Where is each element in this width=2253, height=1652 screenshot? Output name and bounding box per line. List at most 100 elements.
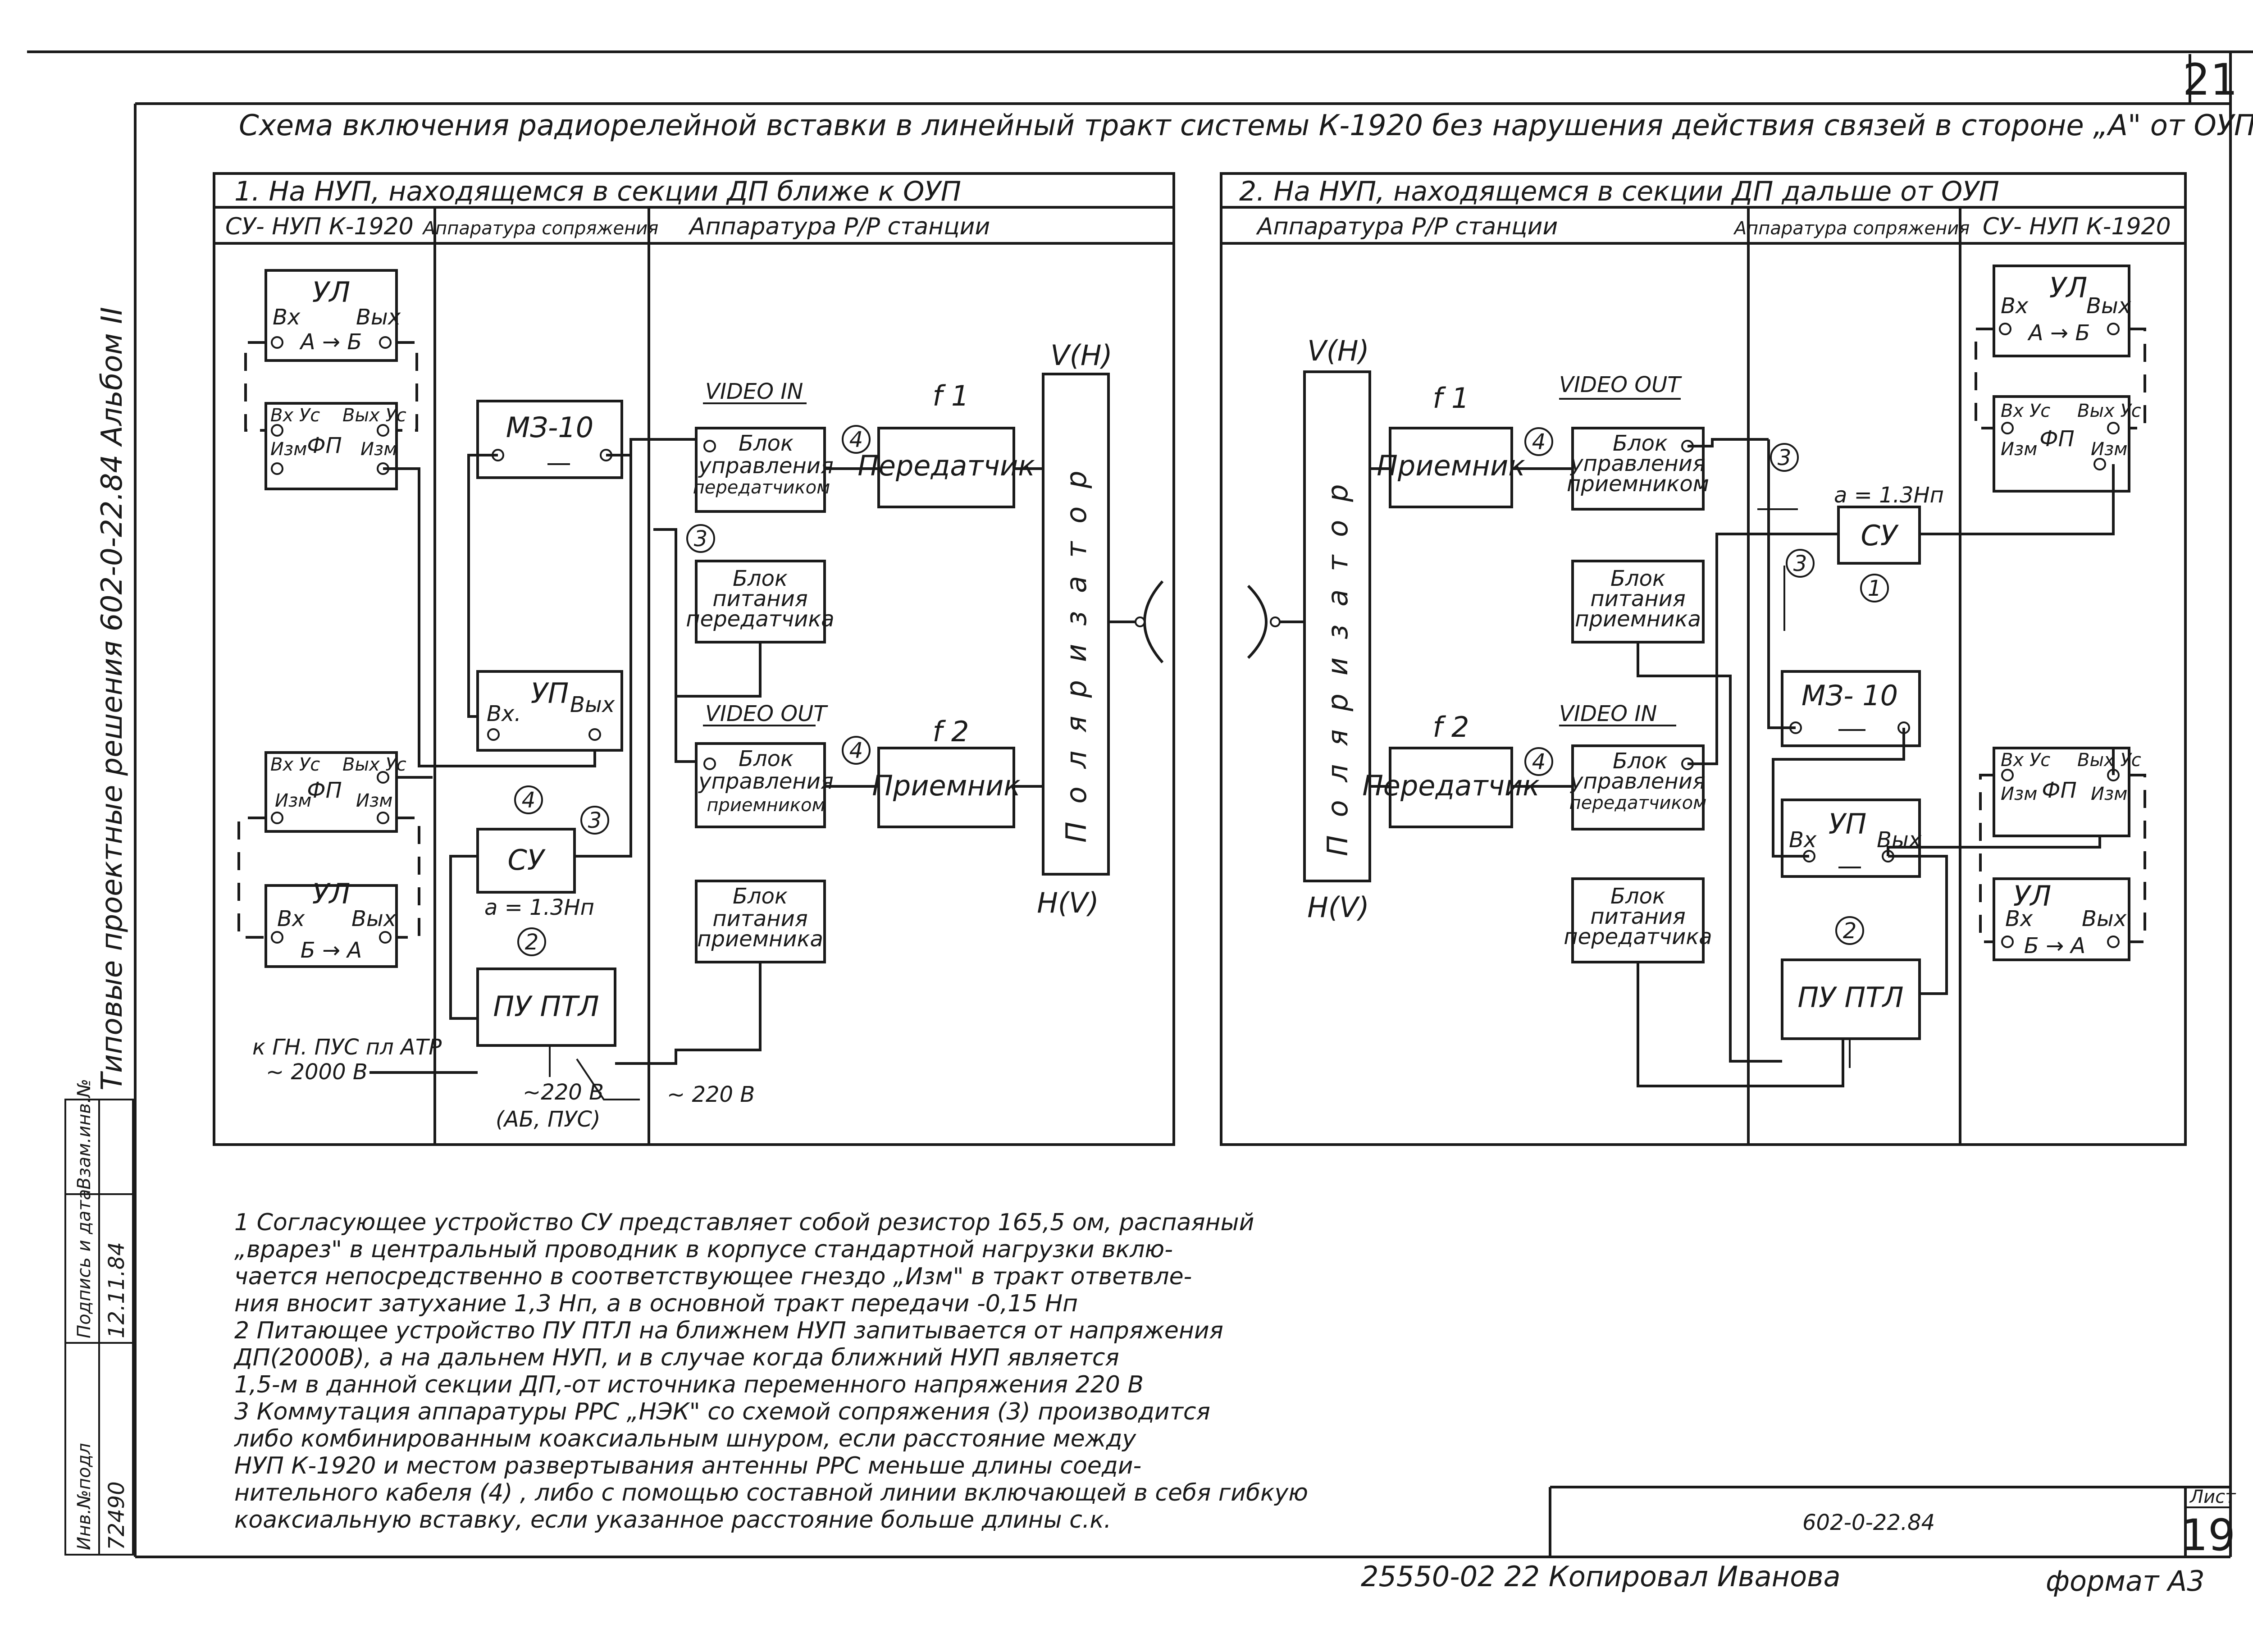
right-h-v: H(V) [1307, 891, 1369, 924]
left-bp-tx-0: Блок [733, 566, 788, 591]
right-ul-bot-in: Вх [2005, 906, 2033, 931]
left-marker-4c: 4 [849, 738, 863, 763]
left-marker-2: 2 [525, 930, 539, 955]
note-line-8: либо комбинированным коаксиальным шнуром… [234, 1425, 1137, 1452]
right-marker-2: 2 [1843, 918, 1857, 944]
right-marker-4a: 4 [1532, 429, 1546, 455]
stamp-date: 12.11.84 [104, 1242, 129, 1338]
left-fp-top-in: Вх Ус [270, 405, 320, 426]
left-section-title: 1. На НУП, находящемся в секции ДП ближе… [234, 176, 961, 207]
right-mz10-label: МЗ- 10 [1801, 679, 1898, 712]
page-number: 21 [2183, 55, 2238, 105]
right-col-rr: Аппаратура Р/Р станции [1256, 213, 1558, 240]
right-ul-top-in: Вх [2001, 293, 2029, 319]
right-su-label: СУ [1861, 519, 1899, 552]
right-up-name: УП [1829, 808, 1866, 840]
left-ul-bot-name: УЛ [312, 877, 350, 910]
left-feed-label: к ГН. ПУС пл АТР [252, 1035, 442, 1060]
right-fp-bot-out: Вых Ус [2077, 750, 2141, 771]
left-ul-top-out: Вых [356, 305, 401, 330]
right-bu-rx-1: управления [1569, 451, 1706, 476]
right-fp-top-izm2: Изм [2091, 439, 2127, 460]
note-line-9: НУП К-1920 и местом развертывания антенн… [234, 1452, 1141, 1479]
right-marker-3a: 3 [1778, 445, 1792, 470]
right-marker-1: 1 [1868, 576, 1882, 601]
left-panel: 1. На НУП, находящемся в секции ДП ближе… [213, 172, 1175, 1146]
left-ul-bot-dir: Б → А [301, 938, 362, 963]
right-fp-top-in: Вх Ус [2001, 401, 2050, 421]
notes: 1 Согласующее устройство СУ представляет… [233, 1209, 1308, 1533]
left-ac-220b: ~ 220 В [667, 1082, 755, 1107]
left-ac-220-sub: (АБ, ПУС) [496, 1107, 601, 1132]
right-ul-bot-out: Вых. [2082, 906, 2134, 931]
left-col-nup: СУ- НУП К-1920 [225, 213, 414, 240]
right-marker-4b: 4 [1532, 749, 1546, 775]
right-bu-tx-2: передатчиком [1569, 793, 1707, 813]
right-ul-bot-dir: Б → А [2024, 933, 2086, 958]
left-up-in: Вх. [487, 701, 521, 726]
left-su-label: СУ [507, 844, 546, 876]
note-line-4: 2 Питающее устройство ПУ ПТЛ на ближнем … [234, 1317, 1223, 1344]
note-line-2: чается непосредственно в соответствующее… [234, 1263, 1192, 1290]
left-v-h: V(H) [1050, 339, 1112, 372]
right-marker-3b: 3 [1793, 551, 1807, 576]
side-caption: Типовые проектные решения 602-0-22.84 Ал… [96, 307, 129, 1091]
left-pu-ptl-label: ПУ ПТЛ [493, 990, 599, 1023]
left-fp-bot-out: Вых Ус [342, 754, 406, 775]
right-pu-ptl-label: ПУ ПТЛ [1797, 981, 1903, 1014]
left-fp-bot-izm2: Изм [356, 790, 392, 811]
left-ul-bot-out: Вых [351, 906, 397, 931]
right-fp-bot-in: Вх Ус [2001, 750, 2050, 771]
note-line-5: ДП(2000В), а на дальнем НУП, и в случае … [233, 1344, 1119, 1371]
left-bu-tx-0: Блок [739, 431, 794, 456]
left-f2: f 2 [933, 715, 969, 748]
right-fp-top-izm: Изм [2001, 439, 2037, 460]
left-marker-4b: 4 [849, 427, 863, 452]
left-ul-top-name: УЛ [312, 276, 350, 309]
right-bu-rx-0: Блок [1613, 431, 1668, 456]
left-video-in: VIDEO IN [705, 379, 803, 404]
left-f1: f 1 [933, 379, 969, 412]
right-fp-bot-izm: Изм [2001, 784, 2037, 804]
left-fp-top-izm2: Изм [360, 439, 397, 460]
note-line-0: 1 Согласующее устройство СУ представляет… [234, 1209, 1254, 1236]
right-fp-bot-name: ФП [2042, 778, 2076, 803]
right-bp-rx-2: приемника [1575, 607, 1701, 632]
right-bp-tx-2: передатчика [1564, 924, 1712, 949]
left-rx-label: Приемник [872, 769, 1021, 802]
left-ul-top-in: Вх [273, 305, 301, 330]
doc-code: 602-0-22.84 [1802, 1510, 1935, 1535]
left-bp-tx-1: питания [712, 586, 807, 612]
left-up-name: УП [531, 677, 569, 710]
left-fp-top-name: ФП [307, 433, 342, 458]
right-section-title: 2. На НУП, находящемся в секции ДП дальш… [1239, 176, 1999, 207]
left-fp-top-out: Вых Ус [342, 405, 406, 426]
left-col-conj: Аппаратура сопряжения [422, 218, 659, 239]
right-rx-label: Приемник [1377, 449, 1525, 482]
note-line-6: 1,5-м в данной секции ДП,-от источника п… [234, 1371, 1144, 1398]
left-bp-tx-2: передатчика [686, 607, 834, 632]
left-feed-volt: ~ 2000 В [266, 1059, 368, 1085]
left-fp-bot-izm: Изм [275, 790, 311, 811]
sheet-frame: 21 [27, 50, 2253, 1558]
left-marker-4a: 4 [522, 788, 536, 813]
left-fp-top-izm: Изм [270, 439, 307, 460]
right-su-value: а = 1.3Нп [1834, 483, 1944, 508]
left-bp-rx-2: приемника [697, 926, 823, 952]
stamp-block: Взам.инв.№ Подпись и дата Инв.№подл 12.1… [64, 1079, 134, 1556]
note-line-10: нительного кабеля (4) , либо с помощью с… [234, 1479, 1308, 1506]
left-su-value: а = 1.3Нп [484, 895, 594, 920]
left-bu-rx-2: приемником [707, 795, 825, 816]
note-line-1: „врарез" в центральный проводник в корпу… [234, 1236, 1173, 1263]
right-ul-top-dir: А → Б [2027, 320, 2090, 346]
left-polarizer: Поляризатор [1060, 453, 1093, 843]
right-bu-tx-0: Блок [1613, 748, 1668, 774]
stamp-label-1: Подпись и дата [74, 1189, 95, 1338]
stamp-inv: 72490 [104, 1481, 129, 1550]
left-bu-tx-1: управления [698, 453, 834, 479]
left-ul-bot-in: Вх [277, 906, 305, 931]
right-v-h: V(H) [1307, 334, 1369, 367]
stamp-label-2: Инв.№подл [74, 1443, 95, 1550]
